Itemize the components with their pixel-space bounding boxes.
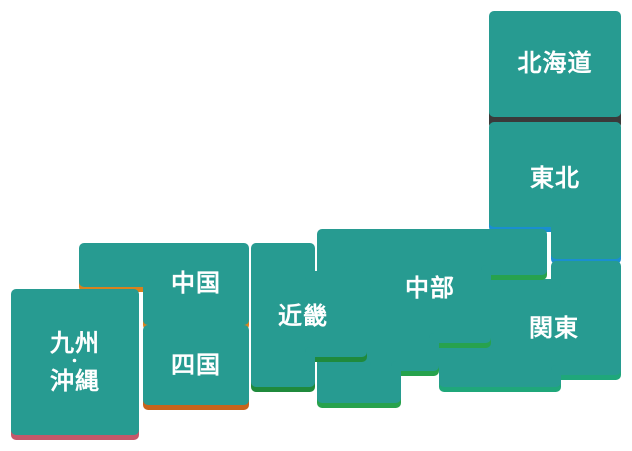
region-kyushu-shape — [11, 289, 139, 435]
region-hokkaido[interactable] — [489, 11, 621, 129]
region-tohoku[interactable] — [489, 122, 621, 264]
region-shikoku[interactable] — [143, 325, 249, 410]
region-kyushu-okinawa[interactable] — [11, 289, 139, 440]
region-kanto[interactable] — [439, 261, 621, 392]
region-shikoku-shape — [143, 325, 249, 405]
region-kanto-shape — [439, 261, 621, 387]
region-chugoku-shape — [79, 243, 249, 325]
region-tohoku-shape — [489, 122, 621, 259]
region-kinki[interactable] — [251, 243, 367, 392]
region-hokkaido-shape — [489, 11, 621, 117]
region-kinki-shape — [251, 243, 367, 387]
